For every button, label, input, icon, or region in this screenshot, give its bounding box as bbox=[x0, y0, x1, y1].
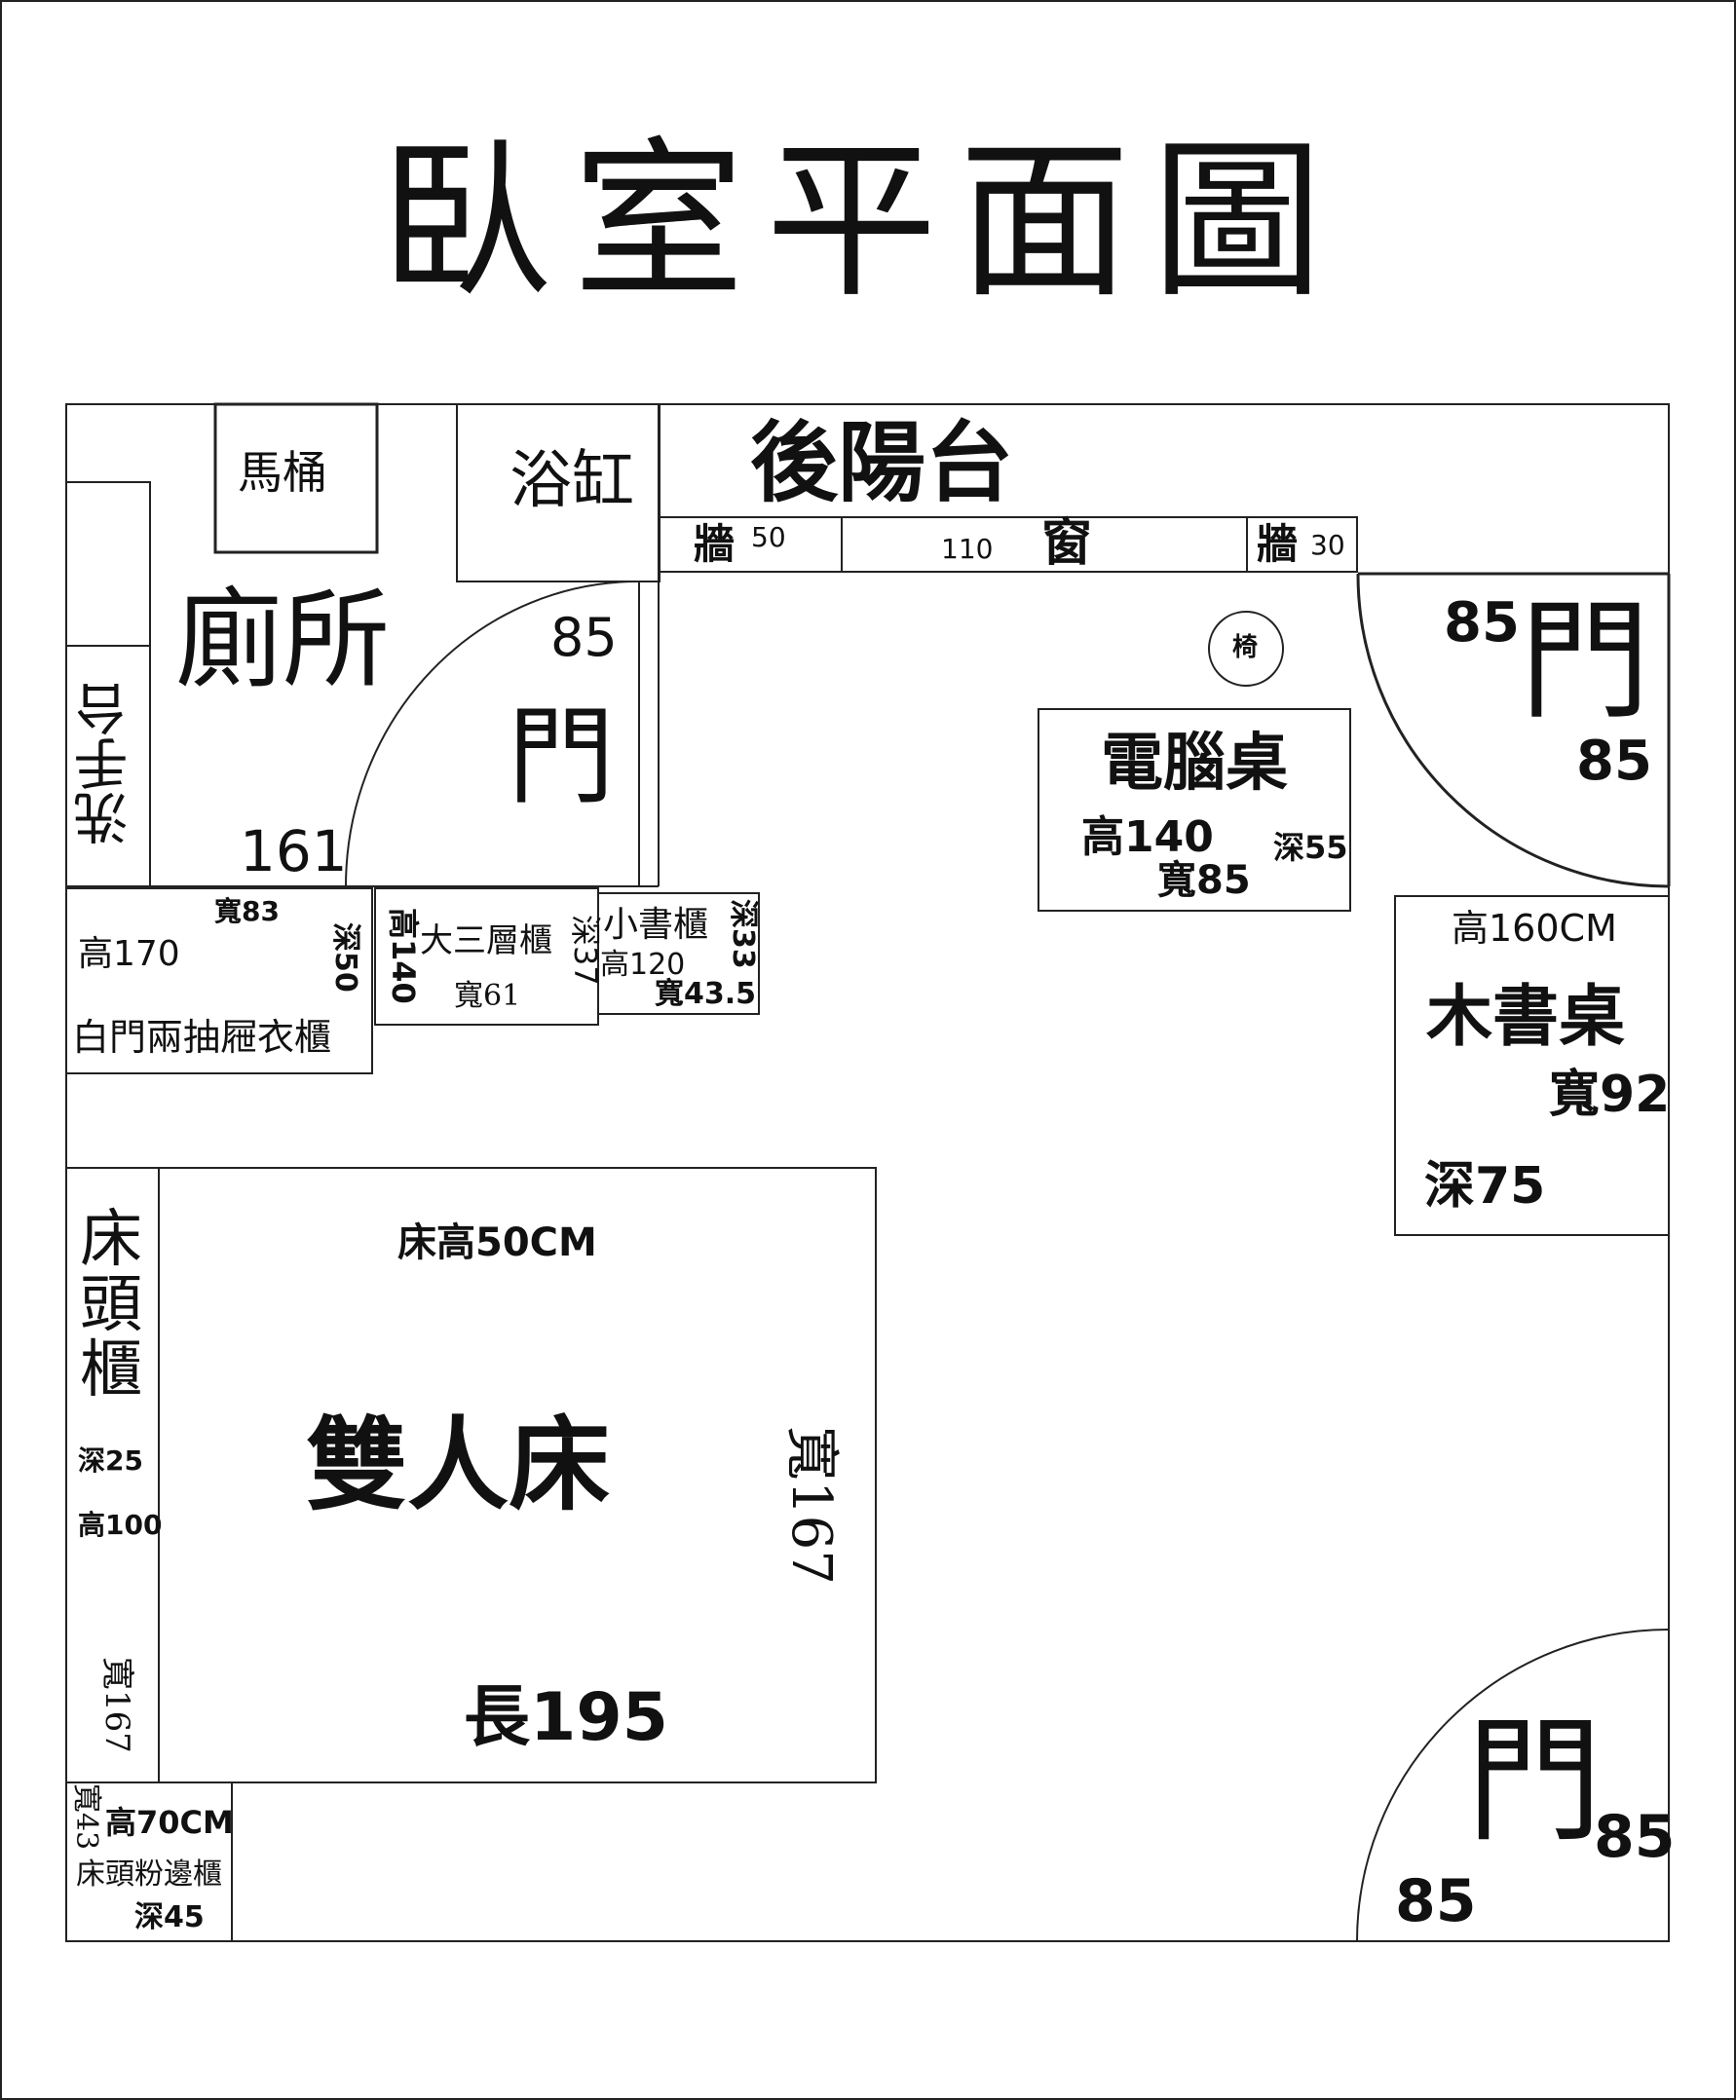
small-bookcase-depth: 深33 bbox=[726, 899, 760, 969]
bathroom-door-arc bbox=[345, 580, 640, 887]
door-top-arc bbox=[1356, 573, 1670, 888]
side-cabinet-box bbox=[65, 1781, 233, 1942]
wood-desk-width: 寬92 bbox=[1549, 1066, 1671, 1124]
side-cabinet-width: 寬43 bbox=[69, 1783, 103, 1851]
back-balcony-label: 後陽台 bbox=[750, 411, 1013, 514]
bed-length-label: 長195 bbox=[464, 1679, 668, 1756]
window-strip bbox=[659, 516, 1358, 573]
small-bookcase-width: 寬43.5 bbox=[655, 977, 757, 1011]
chair-circle bbox=[1208, 611, 1284, 687]
wood-desk-box bbox=[1394, 895, 1670, 1236]
toilet-label: 馬桶 bbox=[238, 446, 327, 499]
small-bookcase-label: 小書櫃 bbox=[603, 905, 709, 945]
bathtub-label: 浴缸 bbox=[509, 445, 634, 517]
computer-desk-height: 高140 bbox=[1081, 812, 1214, 862]
computer-desk-depth: 深55 bbox=[1273, 829, 1348, 866]
computer-desk-box bbox=[1038, 708, 1351, 912]
wood-desk-depth: 深75 bbox=[1424, 1157, 1546, 1216]
washbasin-label: 洗手台 bbox=[74, 682, 137, 845]
door-bottom-width-bottom: 85 bbox=[1395, 1867, 1477, 1935]
door-top-label: 門 bbox=[1520, 585, 1651, 737]
wall-left-label: 牆 bbox=[694, 520, 736, 568]
side-cabinet-height: 高70CM bbox=[105, 1804, 234, 1841]
headboard-label: 床頭櫃 bbox=[80, 1204, 142, 1407]
side-cabinet-label: 床頭粉邊櫃 bbox=[76, 1857, 222, 1892]
small-bookcase-box bbox=[597, 892, 760, 1015]
wood-desk-label: 木書桌 bbox=[1426, 978, 1626, 1056]
bed-width-label: 寬167 bbox=[779, 1426, 843, 1585]
wardrobe-depth: 深50 bbox=[328, 922, 362, 993]
wood-desk-height: 高160CM bbox=[1452, 907, 1617, 950]
door-bottom-arc bbox=[1356, 1629, 1670, 1942]
cabinet3-depth: 深37 bbox=[567, 915, 604, 986]
door-bottom-label: 門 bbox=[1466, 1703, 1604, 1861]
cabinet3-label: 大三層櫃 bbox=[420, 921, 552, 960]
window-label: 窗 bbox=[1041, 513, 1093, 573]
headboard-height: 高100 bbox=[78, 1509, 163, 1541]
door-bottom-width-right: 85 bbox=[1594, 1803, 1676, 1871]
bathroom-door-width: 85 bbox=[550, 607, 618, 668]
headboard-width: 寬167 bbox=[97, 1657, 136, 1753]
page-title: 臥室平面圖 bbox=[380, 122, 1345, 321]
toilet-box bbox=[213, 402, 379, 554]
cabinet3-height: 高140 bbox=[385, 908, 422, 1004]
headboard-depth: 深25 bbox=[78, 1444, 143, 1477]
bathroom-width: 161 bbox=[240, 818, 348, 884]
wall-right-label: 牆 bbox=[1257, 520, 1299, 568]
chair-label: 椅 bbox=[1232, 633, 1259, 662]
computer-desk-label: 電腦桌 bbox=[1101, 727, 1288, 800]
wall-right-width: 30 bbox=[1310, 529, 1345, 561]
cabinet3-width: 寬61 bbox=[454, 979, 521, 1013]
wall-left-width: 50 bbox=[751, 521, 786, 553]
wardrobe-label: 白門兩抽屜衣櫃 bbox=[72, 1016, 332, 1059]
bathroom-label: 廁所 bbox=[175, 578, 390, 702]
wardrobe-height: 高170 bbox=[78, 934, 180, 974]
small-bookcase-height: 高120 bbox=[600, 948, 686, 982]
side-cabinet-depth: 深45 bbox=[134, 1900, 205, 1934]
door-top-width-left: 85 bbox=[1444, 591, 1520, 655]
computer-desk-width: 寬85 bbox=[1157, 858, 1251, 903]
window-width: 110 bbox=[941, 533, 994, 565]
washbasin-lower bbox=[65, 645, 151, 887]
wardrobe-width: 寬83 bbox=[214, 895, 280, 927]
wardrobe-box bbox=[65, 887, 373, 1074]
bathroom-door-label: 門 bbox=[508, 694, 615, 819]
double-bed-label: 雙人床 bbox=[306, 1405, 611, 1524]
bed-height-label: 床高50CM bbox=[397, 1220, 597, 1265]
door-top-width-bottom: 85 bbox=[1576, 730, 1652, 793]
washbasin-upper bbox=[65, 481, 151, 647]
